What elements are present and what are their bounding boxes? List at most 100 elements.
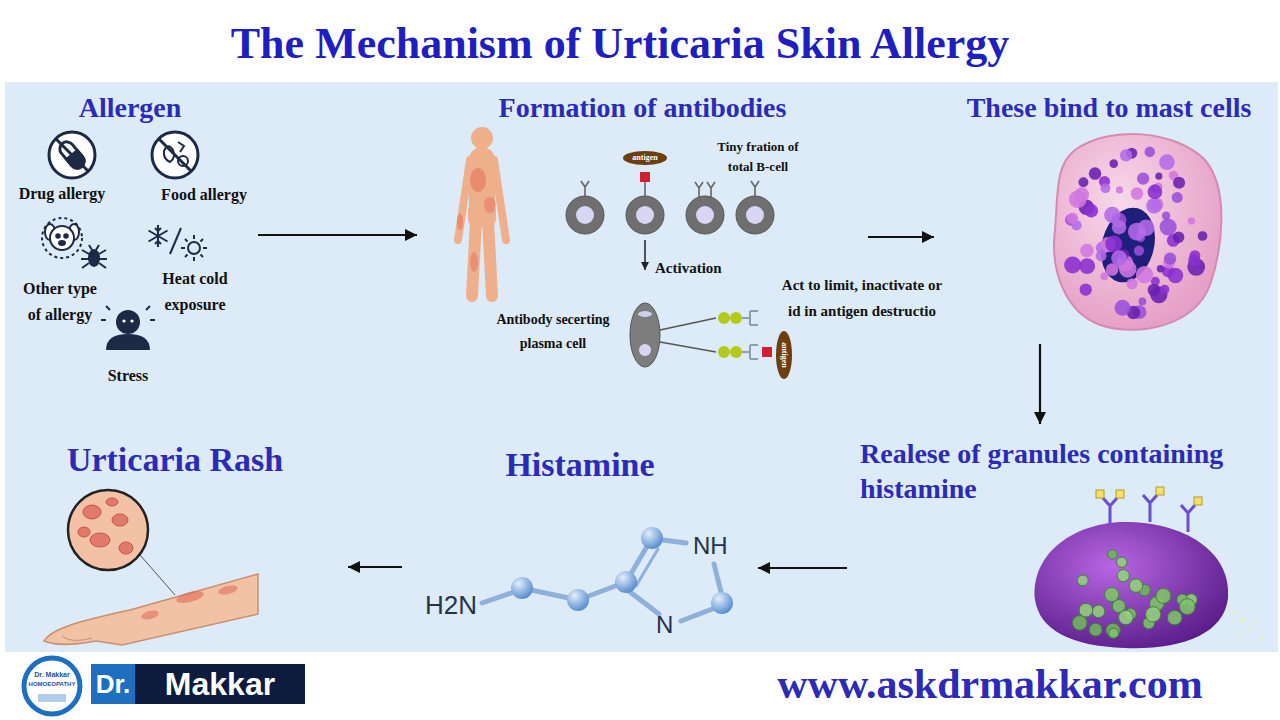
stage-heading: These bind to mast cells xyxy=(947,90,1271,125)
degranulating-cell-part xyxy=(1117,570,1129,582)
stage-panel: Formation of antibodies xyxy=(425,86,860,386)
plasma-cell-part xyxy=(776,331,792,379)
b-cells-part xyxy=(644,240,646,270)
stress-icon xyxy=(101,306,155,350)
rash-illustration-part xyxy=(140,555,175,595)
rash-illustration-part xyxy=(106,498,118,506)
histamine-molecule-part xyxy=(641,527,663,549)
degranulating-cell-part xyxy=(1077,575,1088,586)
degranulating-cell-part xyxy=(1108,549,1118,559)
rash-illustration xyxy=(44,490,258,645)
icon-caption: Heat cold exposure xyxy=(150,266,240,318)
human-figure-part xyxy=(488,220,492,296)
mast-cell-part xyxy=(1131,187,1144,200)
snowflake-icon-part xyxy=(149,225,168,247)
mast-cell-part xyxy=(1146,198,1162,214)
food-icon xyxy=(152,132,198,178)
b-cells-part xyxy=(746,206,764,224)
mast-cell-part xyxy=(1079,258,1095,274)
plasma-cell-part xyxy=(718,346,730,358)
mast-cell-part xyxy=(1080,283,1092,295)
rash-illustration-part xyxy=(83,505,101,519)
mast-cell-part xyxy=(1115,300,1131,316)
mast-cell-part xyxy=(1188,217,1195,224)
degranulating-cell-part xyxy=(1230,610,1234,614)
mast-cell-part xyxy=(1155,173,1162,180)
icon-caption: Other type of allergy xyxy=(16,276,104,328)
degranulating-cell-part xyxy=(1106,623,1120,637)
b-cells-part xyxy=(581,181,759,197)
b-cells-part xyxy=(623,151,667,165)
mast-cell-part xyxy=(1080,244,1094,258)
logo-part xyxy=(24,658,80,714)
human-figure-part xyxy=(470,252,478,272)
histamine-molecule-part xyxy=(482,592,514,603)
plasma-cell-part xyxy=(742,311,758,325)
plasma-cell-part xyxy=(730,346,742,358)
degranulating-cell-part xyxy=(1116,490,1124,498)
drug-icon-part-part xyxy=(57,139,87,171)
stage-heading: Allergen xyxy=(15,90,245,125)
rash-illustration-part xyxy=(140,609,159,621)
degranulating-cell-part xyxy=(1089,623,1102,636)
stage-panel: Urticaria Rash xyxy=(10,435,340,650)
mast-cell-part xyxy=(1100,272,1108,280)
stress-icon-part xyxy=(130,319,133,322)
logo xyxy=(24,658,305,714)
insect-icon-part xyxy=(89,250,99,266)
mast-cell-part xyxy=(1145,147,1156,158)
plasma-cell xyxy=(630,303,792,379)
flow-arrow xyxy=(1039,344,1041,424)
stage-heading: Realese of granules containing histamine xyxy=(860,436,1271,506)
divider-slash xyxy=(170,228,181,254)
panel-ground xyxy=(5,82,1278,652)
mast-cell-part xyxy=(1075,187,1090,202)
degranulating-cell-part xyxy=(1260,636,1264,640)
degranulating-cell-part xyxy=(1240,618,1245,623)
pet-icon-part xyxy=(59,241,65,245)
degranulating-cell xyxy=(1035,487,1264,648)
plasma-cell-part xyxy=(742,345,758,359)
rash-illustration-part xyxy=(62,636,92,640)
histamine-molecule-part xyxy=(567,589,589,611)
mast-cell-part xyxy=(1111,250,1127,266)
stage-panel: Allergen xyxy=(10,86,250,386)
stage-heading: Urticaria Rash xyxy=(15,439,335,482)
histamine-molecule-part xyxy=(630,592,659,614)
website-url: www.askdrmakkar.com xyxy=(740,659,1240,709)
logo-text: HOMOEOPATHY xyxy=(24,680,80,688)
histamine-molecule-part xyxy=(663,540,686,543)
flow-arrow xyxy=(258,234,417,236)
stress-icon-part xyxy=(122,319,125,322)
icon-caption: Food allergy xyxy=(144,185,264,205)
degranulating-cell-part xyxy=(1256,620,1259,623)
degranulating-cell-part xyxy=(1119,610,1134,625)
step-label: Activation xyxy=(655,259,750,278)
rash-illustration-part xyxy=(112,514,128,526)
b-cells-part xyxy=(566,196,604,234)
plasma-cell-part xyxy=(660,342,716,352)
mast-cell-part xyxy=(1136,266,1153,283)
mast-cell-part xyxy=(1160,218,1177,235)
pet-icon xyxy=(42,218,82,258)
drug-icon-part xyxy=(57,139,87,171)
human-figure-part xyxy=(484,197,496,213)
antigen-tag: antigen xyxy=(623,152,667,164)
annotation: Act to limit, inactivate or id in antige… xyxy=(777,272,947,324)
b-cells-part xyxy=(640,172,650,182)
insect-icon xyxy=(81,245,107,268)
stress-icon-part xyxy=(101,306,155,320)
mast-cell-part xyxy=(1067,212,1079,224)
histamine-molecule-part xyxy=(714,564,721,592)
pet-icon-part xyxy=(42,218,82,258)
flow-arrow xyxy=(868,236,934,238)
icon-caption: Stress xyxy=(88,366,168,386)
degranulating-cell-part xyxy=(1035,522,1229,648)
annotation: Antibody secerting plasma cell xyxy=(485,308,621,356)
mast-cell-part xyxy=(1105,235,1122,252)
degranulating-cell-part xyxy=(1236,632,1240,636)
mast-cell-part xyxy=(1085,204,1099,218)
degranulating-cell-part xyxy=(1248,628,1252,632)
human-figure xyxy=(457,127,506,296)
brand-text: Dr. xyxy=(91,666,135,702)
